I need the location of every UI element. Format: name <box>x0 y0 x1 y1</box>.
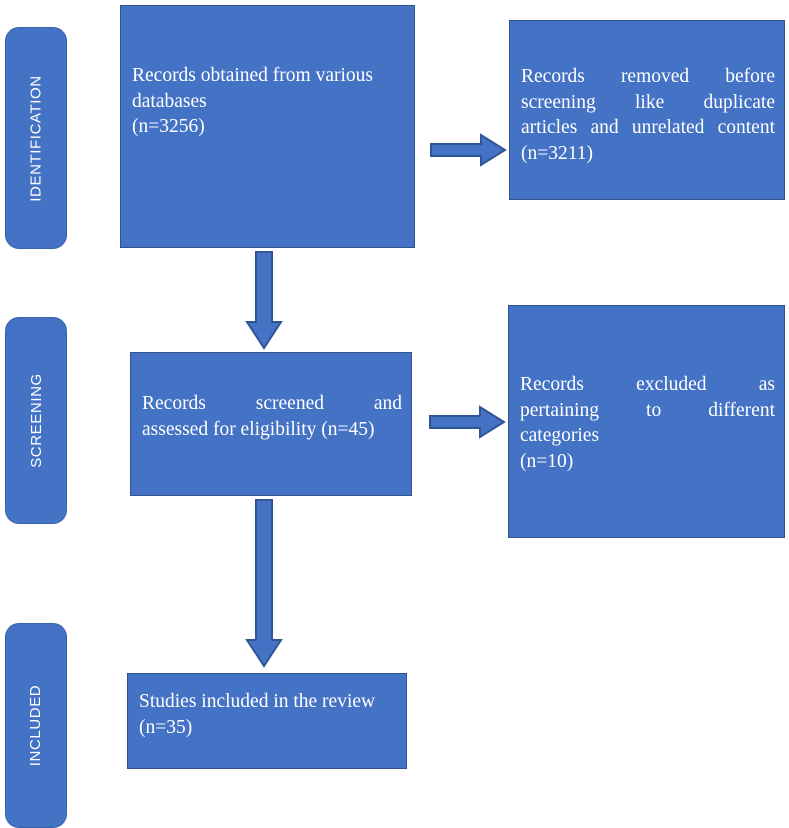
arrow-screened-to-excluded <box>429 405 506 439</box>
box-records-screened-line-1: Records screened and <box>142 393 402 414</box>
box-records-removed-line-4: (n=3211) <box>521 143 594 165</box>
box-records-screened-text: Records screened and assessed for eligib… <box>142 391 402 442</box>
box-studies-included-line-1: Studies included in the review <box>139 691 376 712</box>
box-records-excluded-line-3: categories <box>520 425 600 447</box>
arrow-identified-to-removed <box>430 133 507 167</box>
box-records-excluded-line-2: pertaining to different <box>520 399 775 421</box>
stage-label-screening-text: SCREENING <box>27 373 45 468</box>
box-records-screened: Records screened and assessed for eligib… <box>130 352 412 496</box>
box-records-excluded: Records excluded as pertaining to differ… <box>508 305 785 538</box>
box-records-identified: Records obtained from various databases … <box>120 5 415 248</box>
box-records-excluded-line-4: (n=10) <box>520 451 574 473</box>
box-records-excluded-line-1: Records excluded as <box>520 374 775 395</box>
box-records-screened-line-2: assessed for eligibility (n=45) <box>142 418 375 440</box>
box-records-excluded-text: Records excluded as pertaining to differ… <box>520 372 775 475</box>
box-records-removed-line-1: Records removed before <box>521 66 775 87</box>
stage-label-included-text: INCLUDED <box>27 684 45 767</box>
arrow-screened-to-included <box>245 499 283 668</box>
stage-label-identification-text: IDENTIFICATION <box>27 74 45 202</box>
box-records-removed: Records removed before screening like du… <box>509 20 785 200</box>
stage-label-included: INCLUDED <box>5 623 67 828</box>
box-studies-included: Studies included in the review (n=35) <box>127 673 407 769</box>
box-records-removed-line-2: screening like duplicate <box>521 91 775 113</box>
box-records-removed-line-3: articles and unrelated content <box>521 117 775 139</box>
box-records-identified-line-3: (n=3256) <box>132 116 205 138</box>
box-studies-included-text: Studies included in the review (n=35) <box>139 689 397 740</box>
arrow-identified-to-screened <box>245 251 283 350</box>
box-studies-included-line-2: (n=35) <box>139 716 193 738</box>
box-records-identified-line-1: Records obtained from various <box>132 65 373 86</box>
box-records-removed-text: Records removed before screening like du… <box>521 64 775 167</box>
stage-label-screening: SCREENING <box>5 317 67 524</box>
stage-label-identification: IDENTIFICATION <box>5 27 67 249</box>
box-records-identified-line-2: databases <box>132 90 207 112</box>
box-records-identified-text: Records obtained from various databases … <box>132 63 405 140</box>
